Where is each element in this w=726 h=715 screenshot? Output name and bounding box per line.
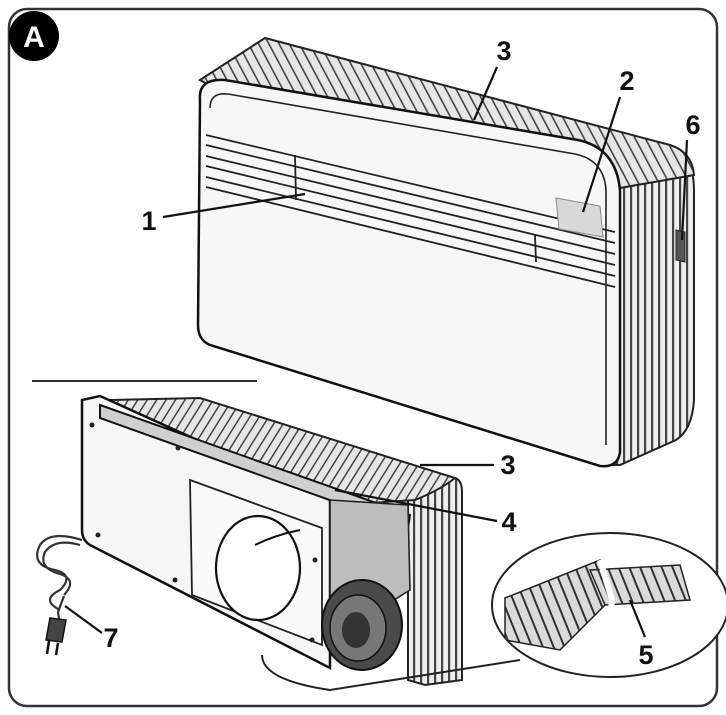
leader-5 — [628, 599, 647, 638]
side-switch — [675, 229, 686, 263]
callout-5: 5 — [638, 640, 653, 670]
unit-front-view — [196, 36, 696, 468]
leader-4 — [334, 488, 498, 523]
leader-2 — [581, 96, 622, 213]
callout-4: 4 — [501, 507, 516, 537]
callout-1: 1 — [141, 206, 156, 236]
opening-cable — [254, 529, 301, 546]
callout-6: 6 — [685, 110, 700, 140]
base-line — [261, 654, 521, 692]
duct-opening — [214, 514, 302, 622]
leader-3a — [472, 66, 499, 121]
callout-3-bottom: 3 — [500, 450, 515, 480]
badge-text: A — [23, 21, 45, 54]
callout-7: 7 — [103, 623, 118, 653]
zoom-fins-left — [504, 558, 611, 651]
callout-2: 2 — [619, 66, 634, 96]
zoom-gap — [597, 559, 616, 641]
callout-3-top: 3 — [496, 36, 511, 66]
zoom-detail — [491, 532, 726, 678]
screws — [89, 422, 318, 643]
leader-7 — [64, 605, 103, 634]
badge-circle — [9, 11, 59, 61]
panel-badge: A — [9, 11, 59, 61]
front-housing — [196, 78, 622, 468]
leader-6 — [680, 139, 689, 241]
outlet-louvers — [205, 134, 616, 288]
leader-1 — [162, 192, 306, 219]
power-plug — [45, 617, 67, 656]
fan-grille — [321, 579, 403, 671]
zoom-fins-right — [588, 564, 691, 606]
front-bevel — [209, 92, 607, 445]
leader-lines — [64, 66, 689, 638]
side-fin-block — [611, 138, 695, 466]
unit-back-view — [80, 394, 521, 692]
